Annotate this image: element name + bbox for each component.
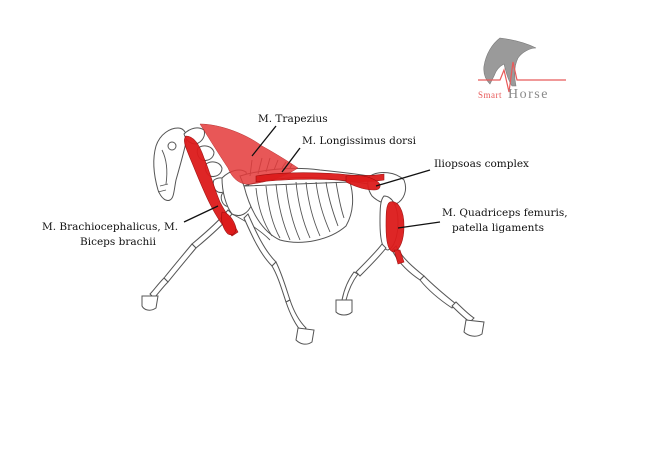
leader-brachiocephalicus [183, 205, 219, 223]
muscle-biceps-brachii [221, 211, 237, 236]
leader-quadriceps [397, 221, 441, 229]
leader-trapezius [251, 125, 277, 157]
leader-lines [183, 125, 441, 229]
logo-heartbeat-icon [478, 61, 566, 93]
smarthorse-logo: Smart Horse [478, 37, 566, 102]
logo-horse-text: Horse [508, 87, 549, 102]
label-longissimus-dorsi: M. Longissimus dorsi [302, 135, 417, 147]
label-trapezius: M. Trapezius [258, 113, 328, 125]
label-quadriceps-line1: M. Quadriceps femuris, [442, 207, 568, 219]
front-leg-under [243, 213, 315, 345]
hind-leg-front [391, 245, 485, 337]
leader-longissimus [281, 147, 301, 173]
muscle-patella-ligament [393, 249, 405, 265]
muscle-brachiocephalicus [184, 135, 239, 237]
leader-iliopsoas [375, 169, 431, 187]
muscle-iliopsoas [345, 174, 381, 191]
logo-smart-text: Smart [478, 90, 502, 100]
label-brachiocephalicus-line2: Biceps brachii [80, 236, 157, 248]
label-quadriceps-line2: patella ligaments [452, 222, 544, 234]
muscle-quadriceps-femoris [385, 201, 405, 253]
labels: M. Trapezius M. Longissimus dorsi Iliops… [42, 113, 568, 248]
ribcage [231, 181, 354, 243]
hind-leg-back [335, 243, 387, 316]
label-iliopsoas-complex: Iliopsoas complex [434, 158, 529, 170]
skull [153, 127, 187, 201]
label-brachiocephalicus-line1: M. Brachiocephalicus, M. [42, 221, 178, 233]
muscles [184, 123, 405, 265]
logo-horse-head-icon [483, 37, 537, 87]
